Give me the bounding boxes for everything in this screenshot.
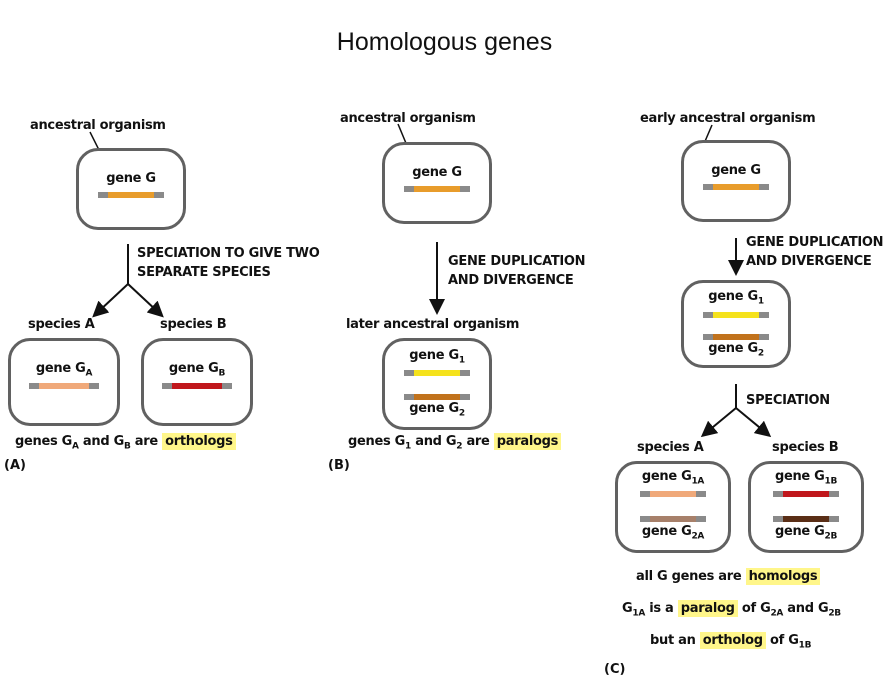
branch-left-a <box>92 283 129 318</box>
duplication-event-b-line2: AND DIVERGENCE <box>448 273 574 288</box>
gene-g-label-a: gene G <box>106 171 156 186</box>
gene-g2-bar-b <box>404 394 470 400</box>
paralogs-statement: genes G1 and G2 are paralogs <box>348 433 562 452</box>
gene-g1-bar-b <box>404 370 470 376</box>
speciation-event-line1: SPECIATION TO GIVE TWO <box>137 246 320 261</box>
gene-g-label-c: gene G <box>711 163 761 178</box>
gene-g1b-label: gene G1B <box>774 469 838 487</box>
gene-ga-label: gene GA <box>35 361 93 379</box>
gene-ga-bar <box>29 383 99 389</box>
early-ancestral-label: early ancestral organism <box>640 111 816 126</box>
paralog-highlight: paralog <box>677 600 738 617</box>
species-a-box: gene GA <box>8 338 120 426</box>
species-b-label-c: species B <box>772 440 839 455</box>
species-b-box: gene GB <box>141 338 253 426</box>
panel-b-caption: (B) <box>328 458 350 473</box>
gene-g1a-label: gene G1A <box>641 469 705 487</box>
gene-g1-bar-c <box>703 312 769 318</box>
gene-gb-bar <box>162 383 232 389</box>
panel-a-caption: (A) <box>4 458 26 473</box>
homologs-statement: all G genes are homologs <box>636 568 821 585</box>
ancestral-organism-label-a: ancestral organism <box>30 118 166 133</box>
later-ancestral-box: gene G1 gene G2 <box>382 338 492 430</box>
ortholog-statement-c: but an ortholog of G1B <box>650 632 812 651</box>
paralog-statement-c: G1A is a paralog of G2A and G2B <box>622 600 841 619</box>
gene-g-bar-b <box>404 186 470 192</box>
species-a-label-a: species A <box>28 317 95 332</box>
gene-g2b-label: gene G2B <box>774 524 838 542</box>
species-b-box-c: gene G1B gene G2B <box>748 461 864 553</box>
gene-g2-label-c: gene G2 <box>708 341 764 359</box>
gene-g1-label-c: gene G1 <box>708 289 764 307</box>
ortholog-highlight: ortholog <box>699 632 766 649</box>
species-a-box-c: gene G1A gene G2A <box>615 461 731 553</box>
branch-right-a <box>127 283 164 318</box>
ancestral-organism-label-b: ancestral organism <box>340 111 476 126</box>
orthologs-highlight: orthologs <box>162 433 236 450</box>
gene-g-label-b: gene G <box>412 165 462 180</box>
paralogs-highlight: paralogs <box>493 433 562 450</box>
gene-g1b-bar <box>773 491 839 497</box>
early-ancestral-box: gene G <box>681 140 791 222</box>
gene-g2a-bar <box>640 516 706 522</box>
duplication-event-b-line1: GENE DUPLICATION <box>448 254 586 269</box>
duplication-event-c-line2: AND DIVERGENCE <box>746 254 872 269</box>
speciation-event-c: SPECIATION <box>746 393 830 408</box>
gene-g2a-label: gene G2A <box>641 524 705 542</box>
later-ancestral-label: later ancestral organism <box>346 317 520 332</box>
speciation-event-line2: SEPARATE SPECIES <box>137 265 271 280</box>
duplication-event-c: GENE DUPLICATION AND DIVERGENCE <box>746 235 889 275</box>
page-title: Homologous genes <box>336 28 553 56</box>
ancestral-organism-box-b: gene G <box>382 142 492 224</box>
species-a-label-c: species A <box>637 440 704 455</box>
branch-right-c <box>735 407 772 438</box>
orthologs-statement: genes GA and GB are orthologs <box>15 433 236 452</box>
gene-g1a-bar <box>640 491 706 497</box>
gene-g2-label-b: gene G2 <box>409 401 465 419</box>
gene-g2-bar-c <box>703 334 769 340</box>
gene-gb-label: gene GB <box>168 361 226 379</box>
gene-g-bar-c <box>703 184 769 190</box>
ancestral-organism-box-a: gene G <box>76 148 186 230</box>
species-b-label-a: species B <box>160 317 227 332</box>
duplicated-ancestor-box-c: gene G1 gene G2 <box>681 280 791 368</box>
duplication-event-c-line1: GENE DUPLICATION <box>746 235 884 250</box>
gene-g2b-bar <box>773 516 839 522</box>
gene-g1-label-b: gene G1 <box>409 348 465 366</box>
panel-c-caption: (C) <box>604 662 626 677</box>
gene-g-bar-a <box>98 192 164 198</box>
homologs-highlight: homologs <box>745 568 821 585</box>
branch-left-c <box>700 407 737 438</box>
